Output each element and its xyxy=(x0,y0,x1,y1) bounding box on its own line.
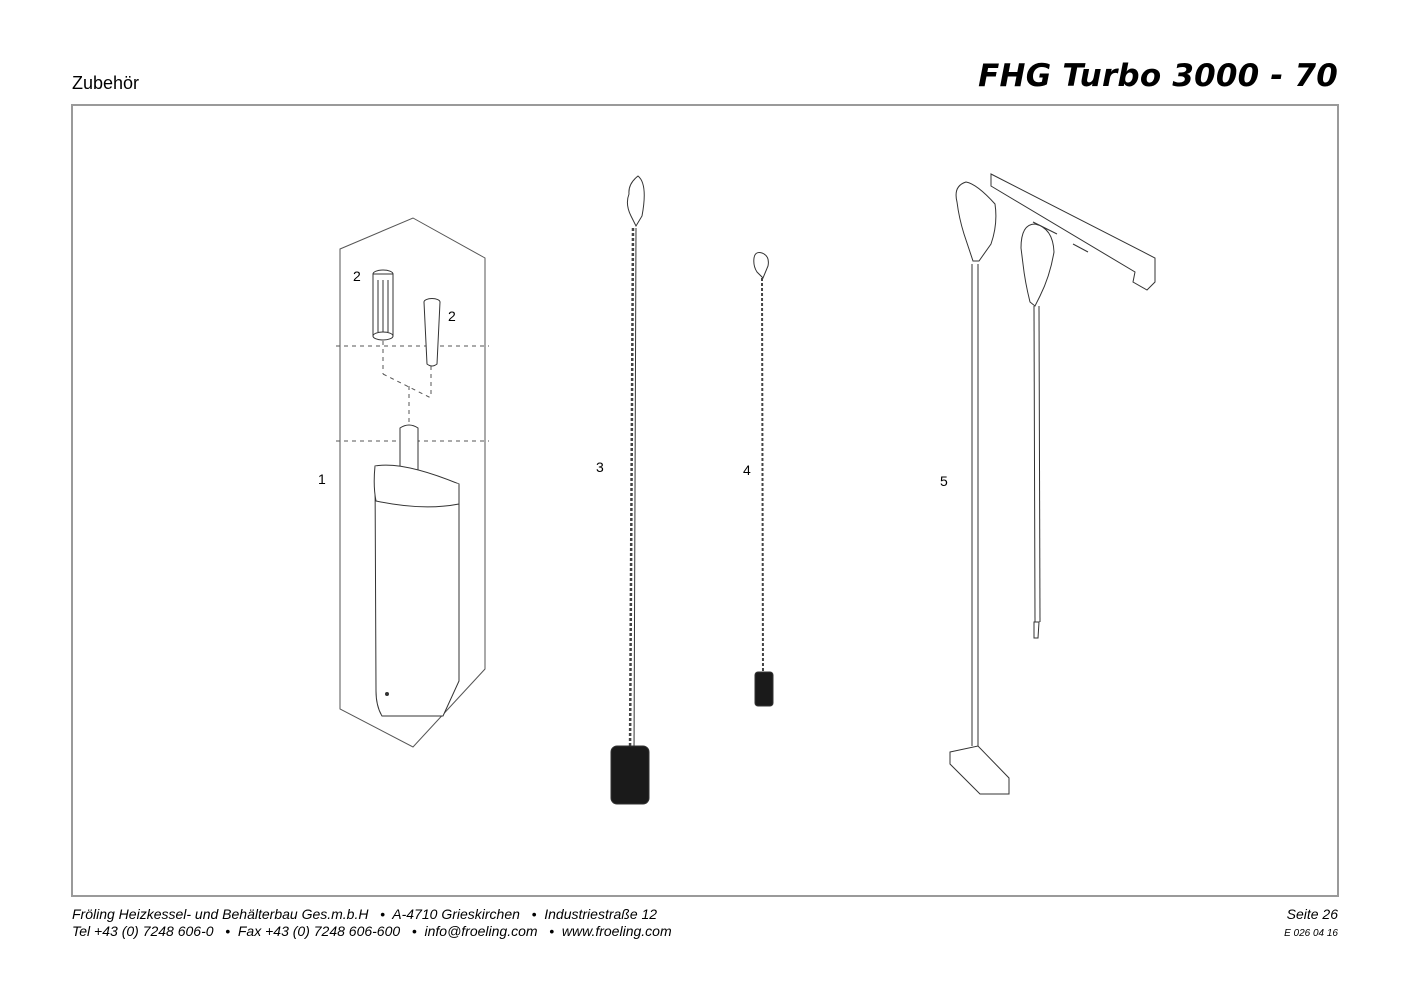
drawing-frame: 1 2 2 3 4 5 xyxy=(71,104,1339,897)
footer-line-contact: Tel +43 (0) 7248 606-0 • Fax +43 (0) 724… xyxy=(72,923,672,939)
callout-4: 4 xyxy=(743,462,751,478)
footer-line-company: Fröling Heizkessel- und Behälterbau Ges.… xyxy=(72,906,658,922)
long-cleaning-brush xyxy=(610,175,650,805)
callout-2a: 2 xyxy=(353,268,361,284)
document-number: E 026 04 16 xyxy=(1284,928,1338,939)
callout-2b: 2 xyxy=(448,308,456,324)
group-outline xyxy=(339,217,486,748)
grip-ribbed xyxy=(372,269,394,341)
grip-smooth xyxy=(423,298,441,367)
scraper-rack xyxy=(949,173,1156,795)
callout-1: 1 xyxy=(318,471,326,487)
assembly-leader-lines xyxy=(336,341,489,442)
callout-3: 3 xyxy=(596,459,604,475)
parts-drawing xyxy=(336,173,1156,805)
footer-address: Fröling Heizkessel- und Behälterbau Ges.… xyxy=(72,906,672,940)
short-cleaning-brush xyxy=(753,252,774,707)
section-label: Zubehör xyxy=(72,73,140,93)
callout-5: 5 xyxy=(940,473,948,489)
footer-page-info: Seite 26 E 026 04 16 xyxy=(1284,906,1338,942)
page-number: Seite 26 xyxy=(1286,906,1338,922)
document-title: FHG Turbo 3000 - 70 xyxy=(978,58,1338,94)
brush-holder xyxy=(373,424,460,717)
